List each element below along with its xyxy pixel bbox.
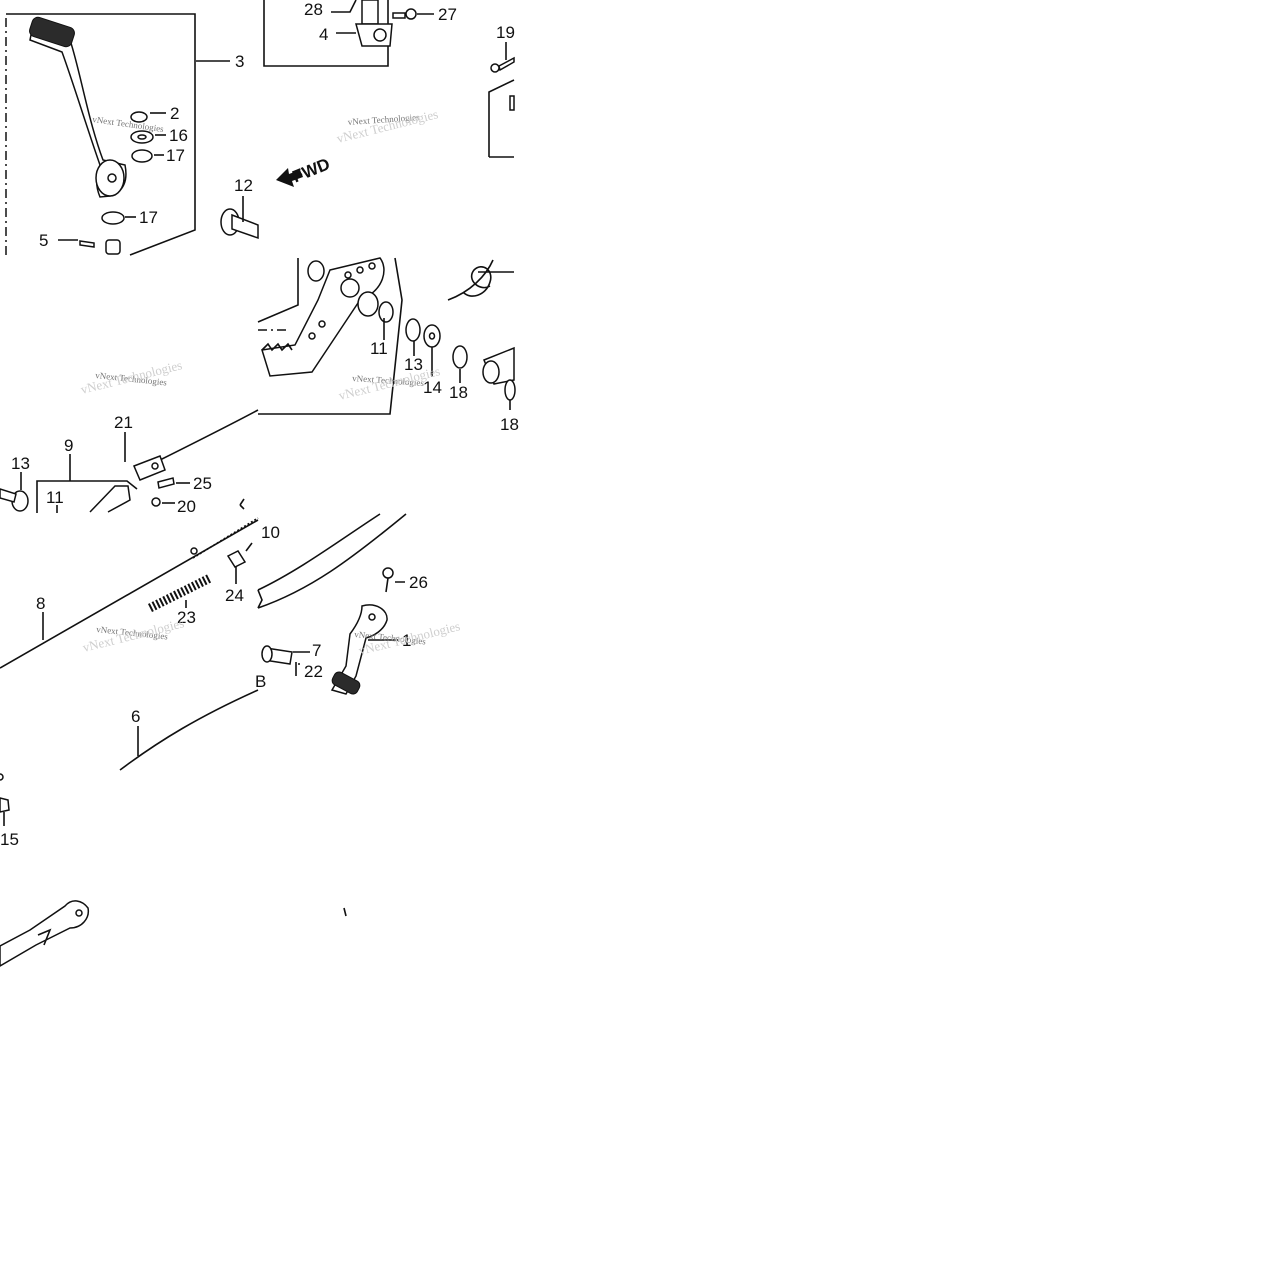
callout-13: 13 (404, 355, 423, 374)
brake-pedal-pivot: 11 13 14 18 18 vNext Technologies vNext … (257, 257, 519, 434)
callout-4: 4 (319, 25, 328, 44)
callout-25: 25 (193, 474, 212, 493)
callout-14: 14 (423, 378, 442, 397)
callout-12: 12 (234, 176, 253, 195)
callout-6: 6 (131, 707, 140, 726)
callout-20: 20 (177, 497, 196, 516)
callout-28: 28 (304, 0, 323, 19)
callout-18: 18 (500, 415, 519, 434)
callout-11: 11 (370, 339, 388, 358)
kick-starter-assembly: 3 2 16 17 17 5 vNext Technologies (5, 13, 244, 256)
callout-18: 18 (449, 383, 468, 402)
callout-22: 22 (304, 662, 323, 681)
callout-23: 23 (177, 608, 196, 627)
callout-3: 3 (235, 52, 244, 71)
callout-11: 11 (46, 488, 64, 507)
callout-10: 10 (261, 523, 280, 542)
bolt-19-area: 19 (488, 23, 515, 158)
shift-spindle-upper: 28 27 4 FWD 12 vNext Technologies vNext … (220, 0, 457, 240)
svg-text:vNext Technologies: vNext Technologies (81, 615, 185, 655)
linkage-bottom: 15 (0, 773, 347, 967)
shift-pedal-rubber (331, 671, 361, 695)
callout-16: 16 (169, 126, 188, 145)
callout-24: 24 (225, 586, 244, 605)
callout-8: 8 (36, 594, 45, 613)
fwd-label: FWD (290, 154, 333, 186)
callout-15: 15 (0, 830, 19, 849)
callout-1: 1 (402, 631, 411, 650)
callout-B: B (255, 672, 266, 691)
callout-17: 17 (166, 146, 185, 165)
callout-21: 21 (114, 413, 133, 432)
callout-7: 7 (312, 641, 321, 660)
callout-19: 19 (496, 23, 515, 42)
brake-rod-area: 10 24 23 8 6 B vNext Technologies vNext … (0, 498, 280, 771)
fwd-arrow-icon (276, 168, 303, 187)
kick-rubber (29, 16, 75, 48)
brake-cable-area: vNext Technologies vNext Technologies 21… (0, 357, 259, 516)
callout-26: 26 (409, 573, 428, 592)
watermark: vNext Technologies (92, 114, 165, 134)
callout-13: 13 (11, 454, 30, 473)
callout-5: 5 (39, 231, 48, 250)
callout-17: 17 (139, 208, 158, 227)
callout-27: 27 (438, 5, 457, 24)
gear-shift-pedal: 26 7 22 1 vNext Technologies vNext Techn… (257, 513, 462, 695)
callout-9: 9 (64, 436, 73, 455)
callout-2: 2 (170, 104, 179, 123)
adjuster-spring (147, 573, 213, 613)
